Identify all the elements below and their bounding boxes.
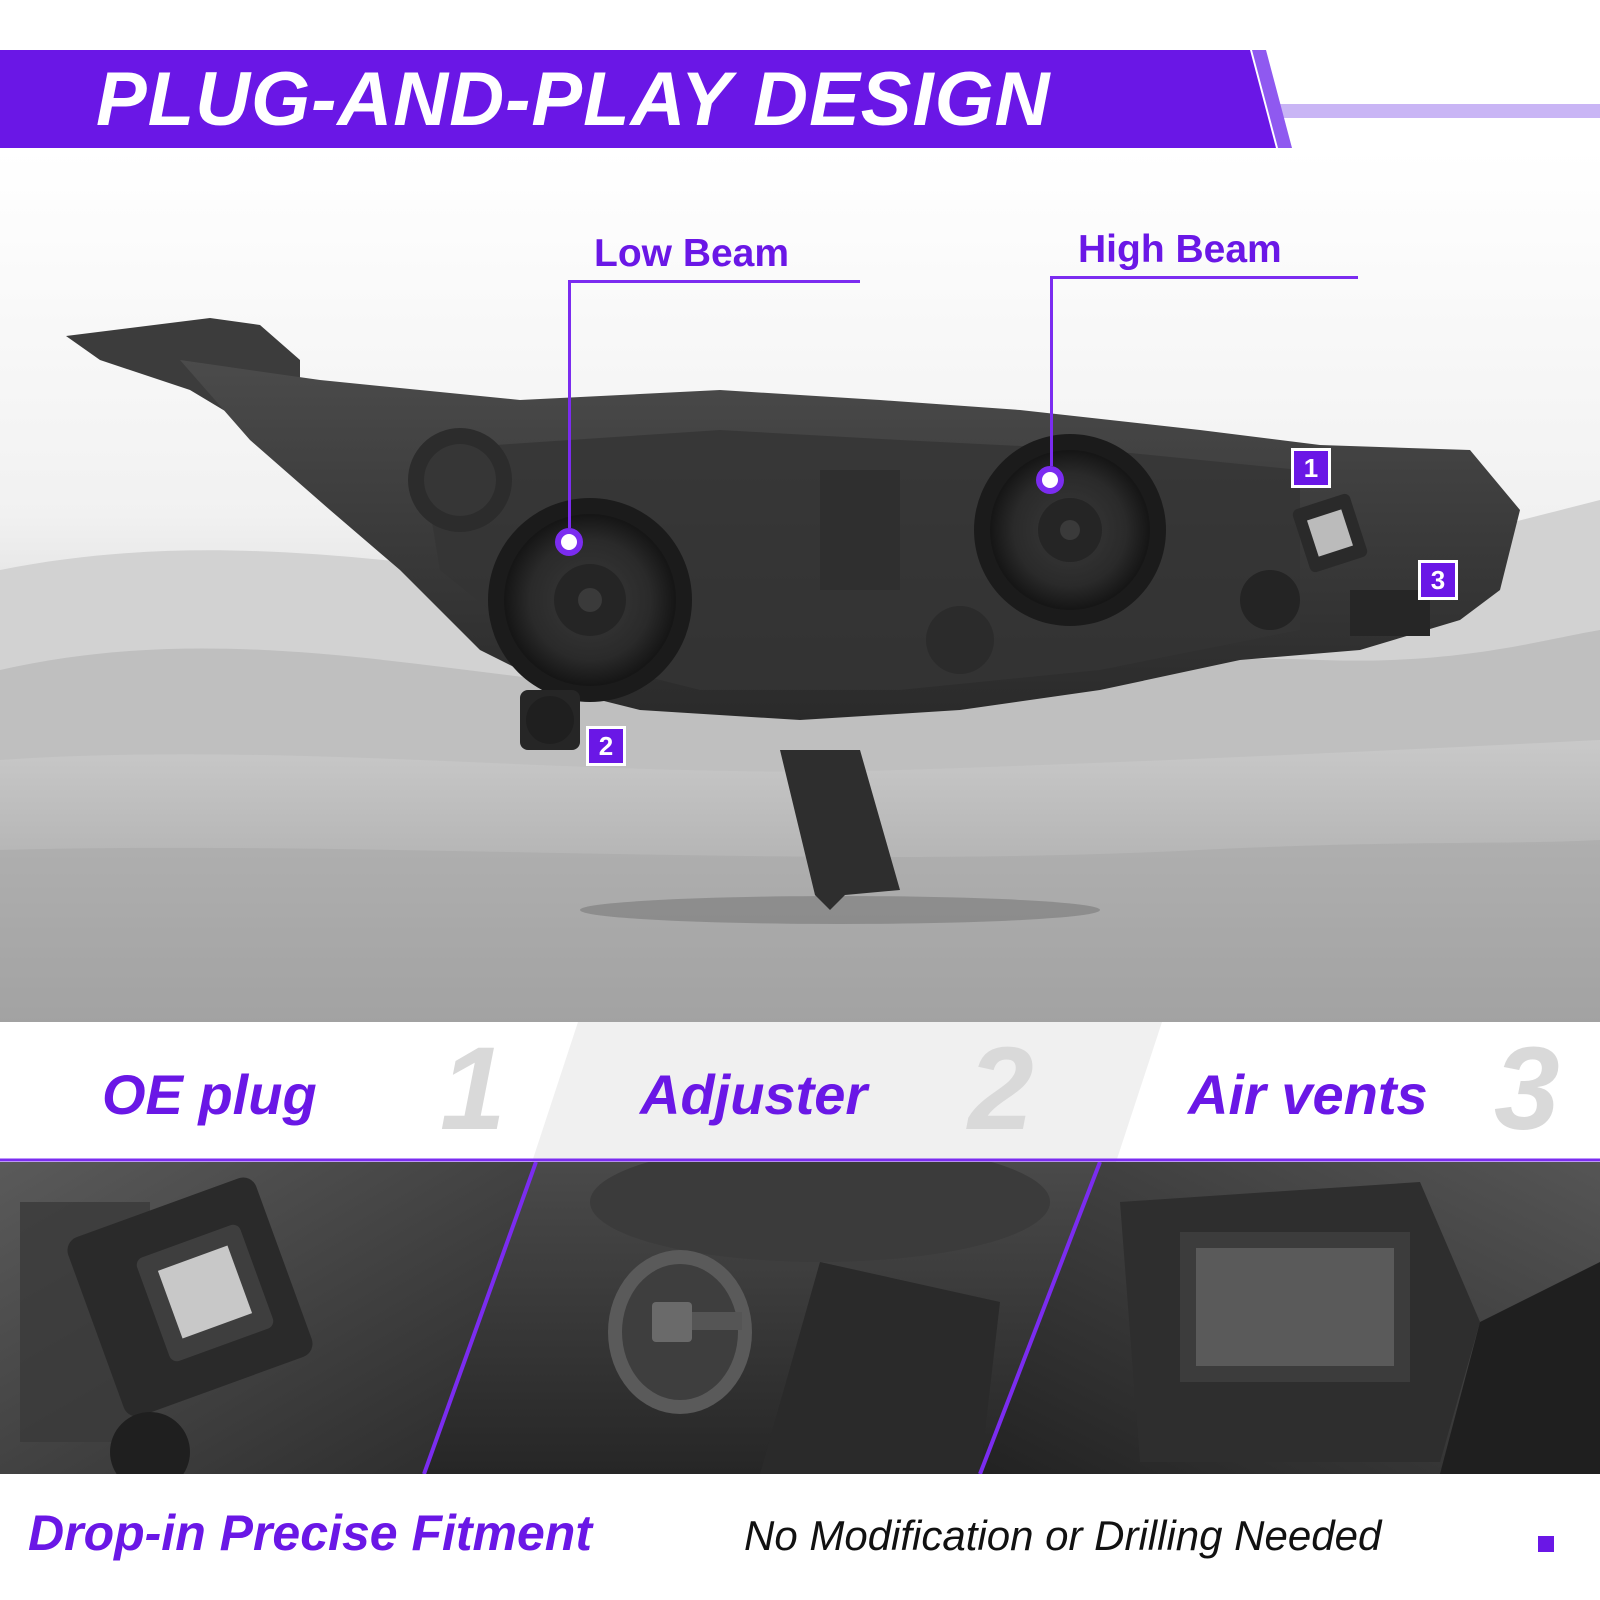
detail-oe-plug xyxy=(0,1162,536,1474)
badge-oe-plug: 1 xyxy=(1291,448,1331,488)
detail-photos-illustration xyxy=(0,1162,1600,1474)
title-banner: PLUG-AND-PLAY DESIGN xyxy=(0,0,1600,150)
footer-title: Drop-in Precise Fitment xyxy=(28,1505,592,1561)
features-strip: OE plug 1 Adjuster 2 Air vents 3 xyxy=(0,1022,1600,1162)
headlight-illustration xyxy=(0,150,1600,1022)
detail-photos xyxy=(0,1162,1600,1474)
badge-adjuster: 2 xyxy=(586,726,626,766)
banner-title: PLUG-AND-PLAY DESIGN xyxy=(96,57,1051,142)
low-beam-line-vertical xyxy=(568,280,571,528)
footer-subtitle: No Modification or Drilling Needed xyxy=(744,1512,1382,1559)
footer-tagline: Drop-in Precise Fitment No Modification … xyxy=(0,1474,1600,1600)
feature-adjuster-number: 2 xyxy=(968,1023,1034,1155)
badge-air-vents: 3 xyxy=(1418,560,1458,600)
high-beam-line-horizontal xyxy=(1050,276,1358,279)
hero-image: Low Beam High Beam 1 2 3 xyxy=(0,150,1600,1022)
high-beam-line-vertical xyxy=(1050,276,1053,466)
low-beam-marker xyxy=(555,528,583,556)
high-beam-label: High Beam xyxy=(1078,228,1282,271)
feature-oe-plug-number: 1 xyxy=(440,1023,506,1155)
feature-oe-plug-label: OE plug xyxy=(102,1063,317,1126)
detail-adjuster xyxy=(424,1162,1100,1474)
detail-air-vents xyxy=(980,1162,1600,1474)
banner-shape xyxy=(0,50,1600,148)
low-beam-line-horizontal xyxy=(568,280,860,283)
feature-adjuster-label: Adjuster xyxy=(640,1063,868,1126)
footer-square-icon xyxy=(1538,1536,1554,1552)
low-beam-label: Low Beam xyxy=(594,232,790,275)
high-beam-marker xyxy=(1036,466,1064,494)
features-background xyxy=(0,1022,1600,1162)
feature-air-vents-label: Air vents xyxy=(1188,1063,1428,1126)
feature-air-vents-number: 3 xyxy=(1494,1023,1560,1155)
